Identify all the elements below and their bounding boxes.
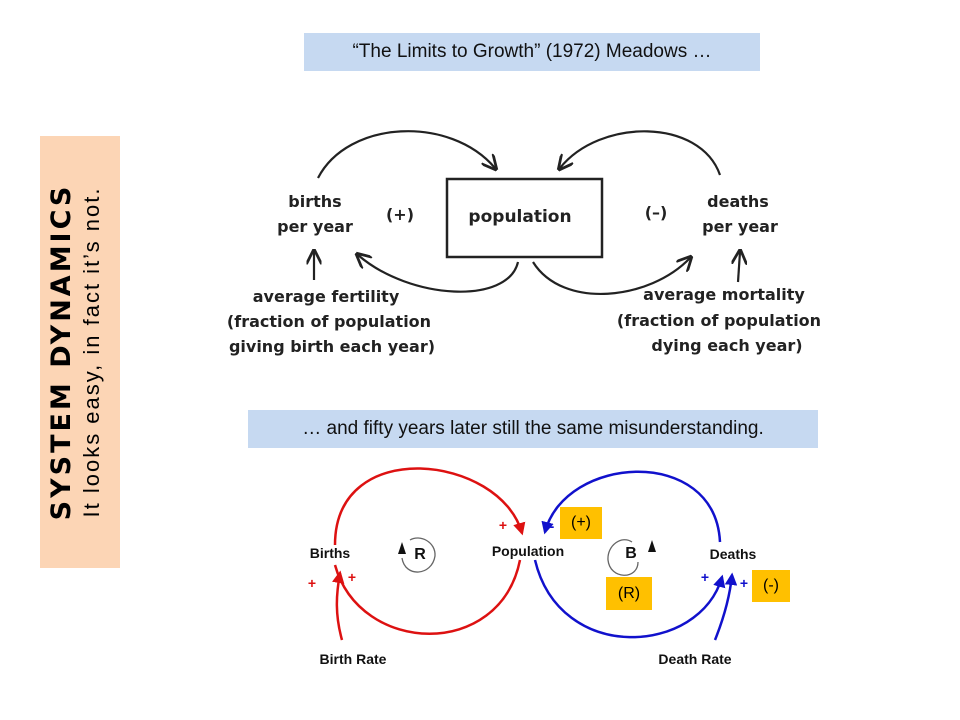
mortality-label-3: dying each year) [651,336,802,355]
births-to-population-link [333,467,526,546]
callout-plus: (+) [560,507,602,539]
polarity-birthrate-births-2: + [348,569,356,585]
birth-rate-to-births-link [332,570,345,641]
births-node: Births [310,545,351,561]
mortality-label-1: average mortality [643,285,805,304]
population-to-deaths-arrow [532,258,690,296]
polarity-deaths-population: - [550,518,555,534]
population-stock-box [445,177,604,259]
polarity-deathrate-deaths-2: + [740,575,748,591]
reinforcing-loop-indicator [401,537,436,573]
births-per-year-label-1: births [288,192,341,211]
deaths-node: Deaths [710,546,757,562]
death-rate-node: Death Rate [658,651,731,667]
balancing-sign: (–) [645,203,668,222]
population-to-deaths-link [533,559,726,639]
balancing-loop-indicator [607,539,639,576]
polarity-deathrate-deaths-1: + [701,569,709,585]
fertility-label-1: average fertility [253,287,400,306]
births-to-population-arrow [317,130,495,179]
causal-loop-diagram: Births Population Deaths Birth Rate Deat… [308,467,757,667]
reinforcing-sign: (+) [386,205,414,224]
polarity-births-population: + [499,517,507,533]
births-per-year-label-2: per year [277,217,353,236]
fertility-label-3: giving birth each year) [229,337,435,356]
deaths-to-population-link [541,470,722,543]
callout-minus: (-) [752,570,790,602]
balancing-loop-arrowhead [648,540,656,552]
callout-reinforcing: (R) [606,577,652,610]
bottom-caption-banner: … and fifty years later still the same m… [248,410,818,448]
mortality-to-deaths-arrow [738,252,740,283]
deaths-per-year-label-2: per year [702,217,778,236]
population-to-births-link [333,559,522,635]
death-rate-to-deaths-link [713,572,738,641]
deaths-per-year-label-1: deaths [707,192,769,211]
population-stock-label: population [468,207,571,227]
population-node: Population [492,543,564,559]
meadows-diagram: population births per year deaths per ye… [227,130,821,356]
balancing-loop-label: B [625,545,637,562]
mortality-label-2: (fraction of population [617,311,821,330]
fertility-label-2: (fraction of population [227,312,431,331]
reinforcing-loop-arrowhead [398,542,406,554]
deaths-to-population-arrow [560,130,722,176]
polarity-birthrate-births-1: + [308,575,316,591]
reinforcing-loop-label: R [414,546,426,563]
birth-rate-node: Birth Rate [320,651,387,667]
population-to-births-arrow [358,255,520,293]
side-panel: SYSTEM DYNAMICS It looks easy, in fact i… [40,136,120,568]
top-caption-banner: “The Limits to Growth” (1972) Meadows … [304,33,760,71]
